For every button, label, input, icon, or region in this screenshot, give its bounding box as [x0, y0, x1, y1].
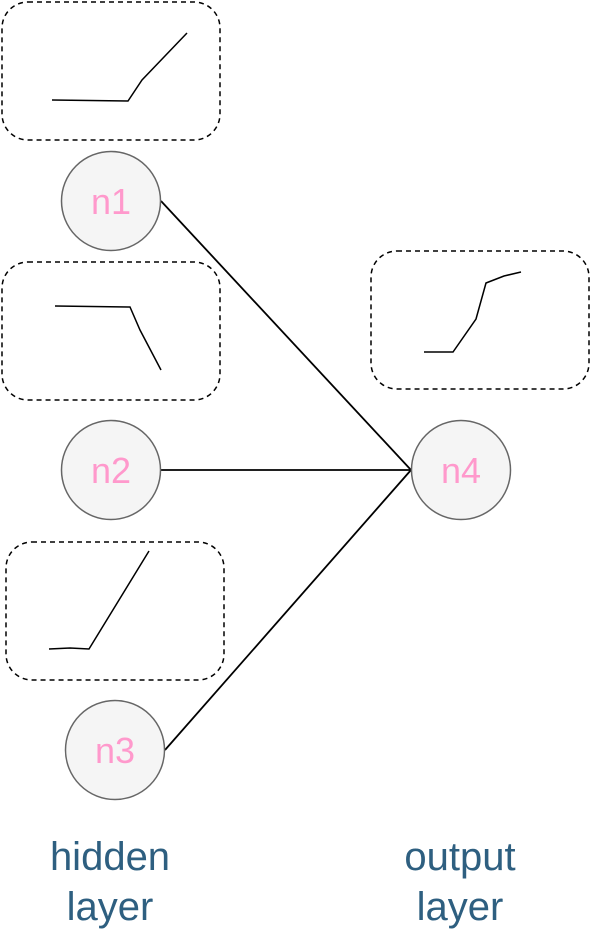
- hidden-layer-label-line2: layer: [66, 885, 154, 929]
- activation-curve-n3: [48, 550, 150, 650]
- hidden-layer-label-line1: hidden: [49, 835, 171, 879]
- node-label-n1: n1: [91, 181, 131, 222]
- activation-curve-n1: [51, 32, 188, 102]
- activation-box-n2: [1, 261, 221, 401]
- output-layer-label: output layer: [380, 832, 540, 932]
- node-label-n2: n2: [91, 450, 131, 491]
- activation-curve-n4: [424, 271, 522, 353]
- edges: [160, 200, 412, 751]
- activation-box-n4: [370, 250, 590, 390]
- hidden-layer-label: hidden layer: [30, 832, 190, 932]
- node-n2: n2: [60, 419, 162, 521]
- node-label-n3: n3: [95, 730, 135, 771]
- edge-n1-n4: [160, 200, 412, 471]
- activation-box-n3: [5, 541, 225, 681]
- activation-curve-n2: [54, 305, 162, 371]
- output-layer-label-line1: output: [404, 835, 516, 879]
- node-n3: n3: [64, 699, 166, 801]
- node-n4: n4: [410, 419, 512, 521]
- output-layer-label-line2: layer: [416, 885, 504, 929]
- node-n1: n1: [60, 150, 162, 252]
- node-label-n4: n4: [441, 450, 481, 491]
- activation-box-n1: [1, 1, 221, 141]
- edge-n3-n4: [164, 469, 412, 751]
